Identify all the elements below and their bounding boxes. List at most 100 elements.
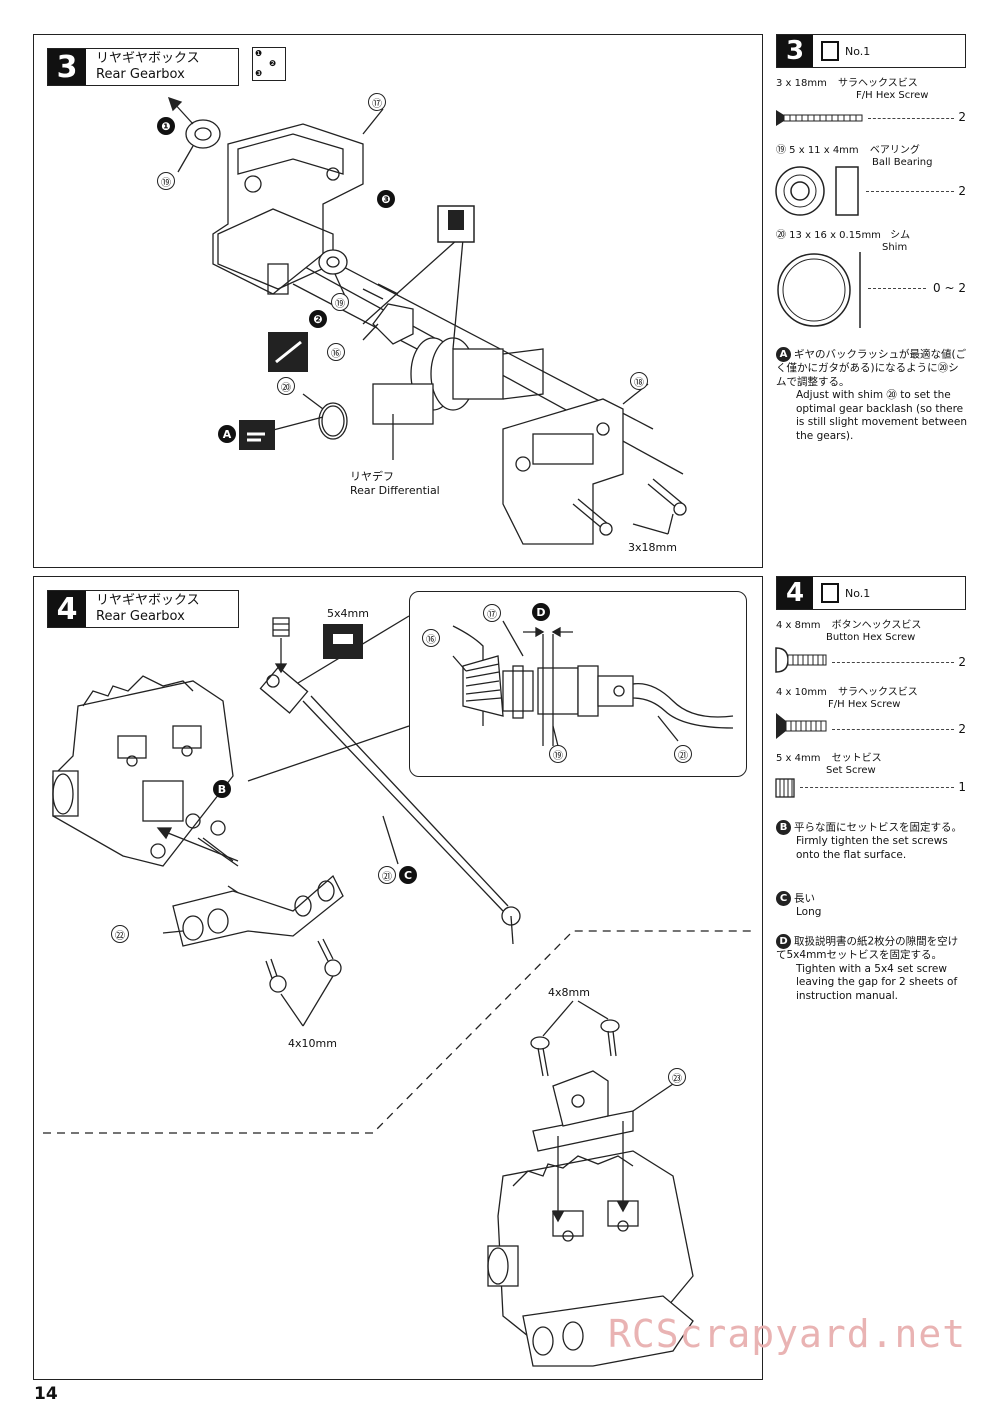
step4-bag-label: No.1	[845, 586, 871, 600]
step4-callout-22: ㉒	[111, 925, 129, 943]
part-qty: 0 ~ 2	[933, 281, 966, 295]
fh-screw-icon	[776, 110, 863, 126]
note-c-en: Long	[796, 906, 822, 918]
part-size: 5 x 4mm	[776, 753, 821, 764]
step4-callout-17: ⑰	[483, 604, 501, 622]
note-d-jp: 取扱説明書の紙2枚分の隙間を空けて5x4mmセットビスを固定する。	[776, 935, 959, 962]
button-screw-icon	[775, 647, 827, 673]
step4-title-jp: リヤギヤボックス	[96, 593, 200, 608]
part-qty: 2	[958, 722, 966, 736]
seq-badge-1: ❶	[255, 49, 263, 58]
note-d-badge: D	[776, 934, 791, 949]
part-name-jp: サラヘックスビス	[838, 78, 918, 89]
step3-callout-17: ⑰	[368, 93, 386, 111]
step4-callout-21b: ㉑	[378, 866, 396, 884]
step4-parts-number: 4	[777, 577, 813, 609]
step3-callout-20: ⑳	[277, 377, 295, 395]
step4-header: 4 リヤギヤボックス Rear Gearbox	[47, 590, 239, 628]
note-c-jp: 長い	[794, 892, 815, 905]
step3-seq-3: ❸	[377, 190, 395, 208]
shim-icon	[777, 252, 861, 328]
seq-badge-3: ❸	[255, 69, 263, 78]
step3-part-3: ⑳ 13 x 16 x 0.15mm シム Shim 0 ~ 2	[776, 230, 966, 330]
step3-panel	[33, 34, 763, 568]
step4-parts-header: 4 No.1	[776, 576, 966, 610]
note-c-badge: C	[776, 891, 791, 906]
step3-note-a-marker: A	[218, 425, 236, 443]
step3-bag-label: No.1	[845, 44, 871, 58]
part-size: 4 x 10mm	[776, 687, 827, 698]
note-b-badge: B	[776, 820, 791, 835]
rear-diff-label-jp: リヤデフ	[350, 470, 394, 483]
note-a-en: Adjust with shim ⑳ to set the optimal ge…	[796, 389, 968, 442]
step3-sequence-icon: ❶ ❷ ❸	[252, 47, 286, 81]
watermark: RCScrapyard.net	[608, 1312, 967, 1356]
part-size: 3 x 18mm	[776, 78, 827, 89]
rear-diff-label-en: Rear Differential	[350, 484, 440, 497]
part-name-en: F/H Hex Screw	[856, 90, 929, 101]
parts-bag-icon	[821, 583, 839, 603]
step4-note-d-marker: D	[532, 603, 550, 621]
step4-part-2: 4 x 10mm サラヘックスビス F/H Hex Screw 2	[776, 687, 966, 743]
note-d-en: Tighten with a 5x4 set screw leaving the…	[796, 962, 958, 1002]
part-qty: 1	[958, 780, 966, 794]
step4-callout-23: ㉓	[668, 1068, 686, 1086]
step4-note-b-marker: B	[213, 780, 231, 798]
step3-exploded-diagram	[167, 96, 687, 545]
part-name-jp: ベアリング	[869, 145, 920, 156]
step3-number: 3	[48, 49, 86, 85]
step4-detail-inset	[409, 591, 747, 777]
screw-4x8-label: 4x8mm	[548, 986, 590, 999]
set-screw-icon	[775, 778, 795, 798]
step4-title-en: Rear Gearbox	[96, 609, 185, 624]
part-name-jp: セットビス	[831, 753, 882, 764]
part-name-jp: サラヘックスビス	[838, 687, 918, 698]
step4-number: 4	[48, 591, 86, 627]
part-name-en: Button Hex Screw	[826, 632, 916, 643]
note-b-jp: 平らな面にセットビスを固定する。	[794, 821, 962, 834]
screw-4x10-label: 4x10mm	[288, 1037, 337, 1050]
step4-callout-21a: ㉑	[674, 745, 692, 763]
part-size: ⑳ 13 x 16 x 0.15mm	[776, 230, 881, 241]
setscrew-label: 5x4mm	[327, 607, 369, 620]
part-qty: 2	[958, 110, 966, 124]
step3-parts-header: 3 No.1	[776, 34, 966, 68]
step3-screw-label: 3x18mm	[628, 541, 677, 554]
seq-badge-2: ❷	[269, 59, 277, 68]
note-b-en: Firmly tighten the set screws onto the f…	[796, 835, 948, 861]
parts-bag-icon	[821, 41, 839, 61]
part-size: 4 x 8mm	[776, 620, 821, 631]
step3-callout-19b: ⑲	[331, 293, 349, 311]
fh-screw-icon	[776, 713, 827, 739]
note-a-badge: A	[776, 347, 791, 362]
part-name-en: Set Screw	[826, 765, 876, 776]
step3-part-1: 3 x 18mm サラヘックスビス F/H Hex Screw 2	[776, 78, 966, 138]
part-name-en: F/H Hex Screw	[828, 699, 901, 710]
step4-part-3: 5 x 4mm セットビス Set Screw 1	[775, 753, 966, 799]
part-name-en: Ball Bearing	[872, 157, 933, 168]
step3-seq-2: ❷	[309, 310, 327, 328]
step4-callout-19: ⑲	[549, 745, 567, 763]
step4-assembly-diagram	[43, 615, 753, 1367]
step3-callout-19a: ⑲	[157, 172, 175, 190]
note-a-jp: ギヤのバックラッシュが最適な値(ごく僅かにガタがある)になるように⑳シムで調整す…	[776, 348, 967, 388]
step4-callout-16: ⑯	[422, 629, 440, 647]
step3-callout-16: ⑯	[327, 343, 345, 361]
part-qty: 2	[958, 184, 966, 198]
page-number: 14	[34, 1384, 58, 1404]
step3-title-jp: リヤギヤボックス	[96, 51, 200, 66]
step3-header: 3 リヤギヤボックス Rear Gearbox	[47, 48, 239, 86]
step3-seq-1: ❶	[157, 117, 175, 135]
part-size: ⑲ 5 x 11 x 4mm	[776, 145, 859, 156]
part-qty: 2	[958, 655, 966, 669]
step4-part-1: 4 x 8mm ボタンヘックスビス Button Hex Screw 2	[775, 620, 966, 676]
step4-note-c-marker: C	[399, 866, 417, 884]
part-name-en: Shim	[882, 242, 908, 253]
step3-parts-number: 3	[777, 35, 813, 67]
step3-title-en: Rear Gearbox	[96, 67, 185, 82]
step3-callout-18: ⑱	[630, 372, 648, 390]
